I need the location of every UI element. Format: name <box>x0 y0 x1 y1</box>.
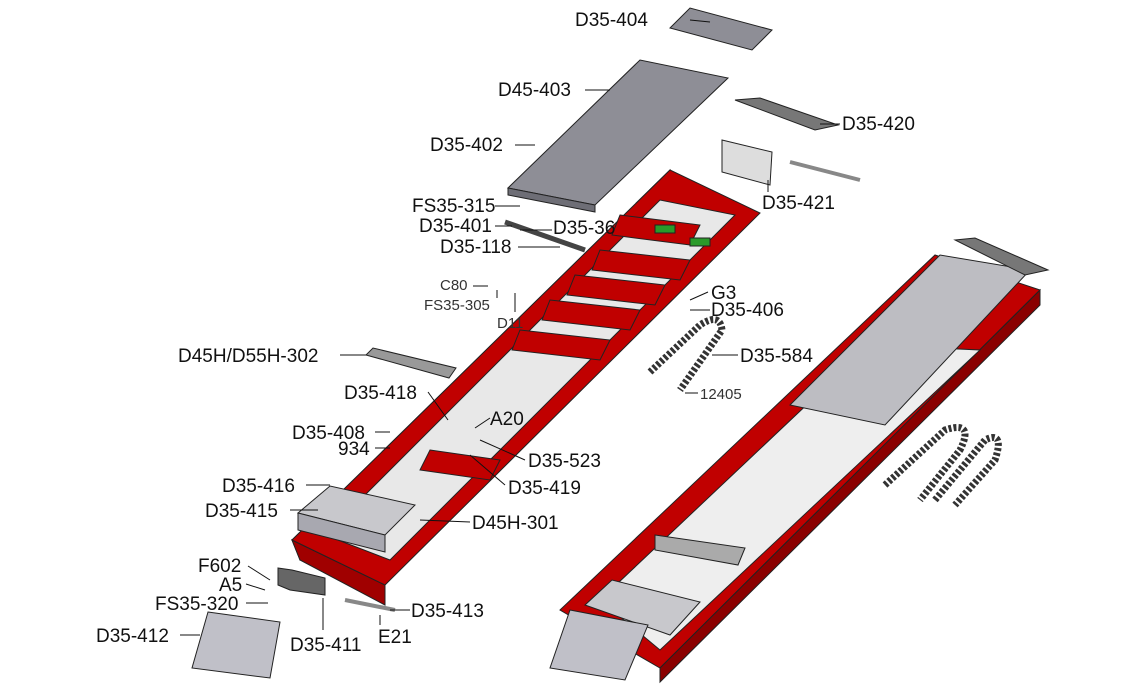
label-d35-419: D35-419 <box>508 478 581 499</box>
shaft-d35-413 <box>344 598 396 612</box>
label-d45-403: D45-403 <box>498 80 571 101</box>
plate-d35-421 <box>721 139 773 186</box>
ramp-d35-412 <box>191 611 281 679</box>
label-d35-411: D35-411 <box>290 635 362 656</box>
label-d35-401: D35-401 <box>419 216 492 237</box>
label-d35-418: D35-418 <box>344 383 417 404</box>
label-d35-523: D35-523 <box>528 451 601 472</box>
label-c80: C80 <box>440 277 468 294</box>
label-fs35-315: FS35-315 <box>412 196 496 217</box>
label-d35-415: D35-415 <box>205 501 278 522</box>
bracket-d35-420 <box>734 97 840 131</box>
cable-chain-d35-584 <box>647 316 726 393</box>
label-a20: A20 <box>490 409 524 430</box>
label-g3: G3 <box>711 283 737 304</box>
label-d35-584: D35-584 <box>740 346 813 367</box>
bracket-d35-411 <box>277 567 326 596</box>
right-plate <box>654 534 746 566</box>
label-d35-412: D35-412 <box>96 626 169 647</box>
right-ramp <box>549 609 649 681</box>
label-d35-366: D35-36 <box>553 218 616 239</box>
label-d45h-d55h-302: D45H/D55H-302 <box>178 346 319 367</box>
green-part <box>689 237 711 247</box>
label-d35-404: D35-404 <box>575 10 648 31</box>
cover-d35-404 <box>669 7 773 51</box>
label-e21: E21 <box>378 627 412 648</box>
label-12405: 12405 <box>700 386 742 403</box>
label-fs35-305: FS35-305 <box>424 297 490 314</box>
cover-edge <box>297 512 386 553</box>
label-a5: A5 <box>219 575 243 596</box>
label-d35-421: D35-421 <box>762 193 835 214</box>
label-d35-413: D35-413 <box>411 601 484 622</box>
right-ramp-cover <box>953 237 1050 276</box>
label-d35-420: D35-420 <box>842 114 915 135</box>
label-d35-408: D35-408 <box>292 423 365 444</box>
right-frame-side <box>659 288 1041 684</box>
label-d35-118: D35-118 <box>440 237 512 258</box>
green-part <box>654 224 676 234</box>
label-934: 934 <box>338 439 370 460</box>
label-d35-416: D35-416 <box>222 476 295 497</box>
label-f602: F602 <box>198 556 242 577</box>
label-d11: D11 <box>497 315 524 332</box>
label-d45h-301: D45H-301 <box>472 513 559 534</box>
cover-edge <box>507 187 596 213</box>
cross-members <box>419 214 701 481</box>
label-fs35-320: FS35-320 <box>155 594 239 615</box>
leader-lines <box>180 19 840 636</box>
label-d35-402: D35-402 <box>430 135 503 156</box>
label-d35-406: D35-406 <box>711 300 784 321</box>
cover-d45h-302 <box>365 347 457 379</box>
shaft <box>789 160 861 182</box>
shaft-d35-118 <box>504 219 586 253</box>
right-cable-chains <box>882 424 1002 508</box>
